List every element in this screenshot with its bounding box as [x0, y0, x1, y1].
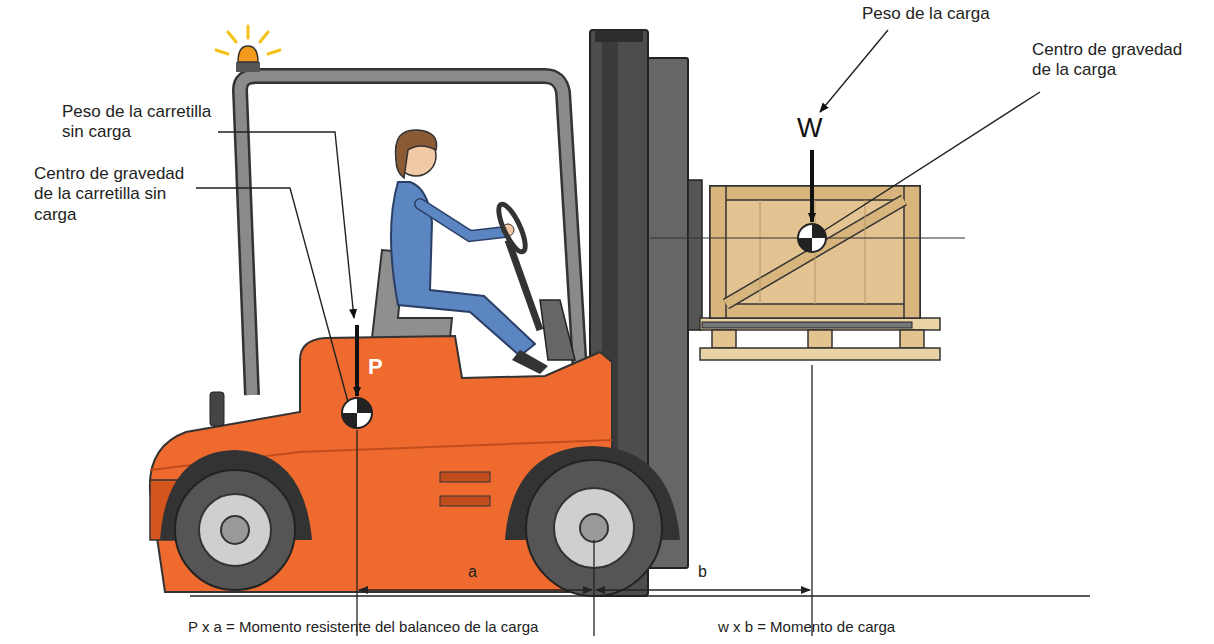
dimension-line [359, 589, 592, 590]
load-centre-of-gravity [798, 238, 812, 252]
callout-label: Centro de gravedad de la carretilla sin … [34, 164, 194, 225]
callout-label: Peso de la carretilla sin carga [62, 102, 222, 143]
steering-wheel [494, 201, 530, 255]
pallet [700, 348, 940, 360]
warning-beacon [216, 26, 280, 54]
leader-line [822, 92, 1040, 232]
load-centre-of-gravity [650, 224, 965, 252]
load-centre-of-gravity [798, 224, 826, 252]
dimension-line [357, 365, 812, 636]
formula-note: P x a = Momento resistente del balanceo … [188, 618, 608, 636]
warning-beacon [236, 62, 260, 72]
truck-centre-of-gravity [342, 398, 372, 428]
crate [726, 200, 904, 304]
force-symbol: P [368, 354, 398, 380]
front-wheel [505, 446, 680, 596]
truck-centre-of-gravity [357, 398, 372, 413]
dimension-line [593, 540, 594, 636]
warning-beacon [268, 50, 280, 54]
force-arrow [357, 150, 812, 396]
mast [688, 180, 702, 330]
dimension-line [811, 365, 812, 636]
force-symbol: W [797, 112, 837, 144]
operator [420, 204, 505, 236]
rear-wheel [160, 450, 312, 590]
crate [710, 186, 920, 318]
steering-wheel [540, 300, 575, 360]
rear-wheel [221, 516, 249, 544]
callout-label: Peso de la carga [862, 4, 1062, 24]
dimension-label: a [468, 562, 488, 581]
warning-beacon [247, 26, 250, 38]
operator [512, 350, 548, 374]
mast [595, 30, 643, 42]
pallet [700, 318, 940, 330]
truck-centre-of-gravity [342, 398, 372, 428]
warning-beacon [216, 50, 228, 54]
leader-line [196, 30, 1040, 402]
warning-beacon [216, 26, 280, 72]
force-arrow [355, 325, 359, 396]
crate [710, 304, 920, 318]
rear-wheel [175, 470, 295, 590]
crate [710, 186, 920, 200]
truck-body [440, 496, 490, 506]
truck-centre-of-gravity [342, 413, 357, 428]
crate [865, 200, 866, 304]
warning-beacon [228, 32, 236, 42]
operator [420, 204, 505, 236]
leader-line [820, 30, 888, 112]
formula-note: w x b = Momento de carga [718, 618, 1018, 636]
crate [760, 200, 761, 304]
pallet [900, 330, 924, 348]
steering-wheel [494, 201, 575, 360]
warning-beacon [238, 46, 258, 62]
leader-line [218, 132, 354, 318]
front-wheel [580, 514, 608, 542]
truck-body [440, 472, 490, 482]
leader-line [196, 188, 348, 402]
truck-body [210, 392, 224, 426]
operator [395, 130, 436, 178]
rear-wheel [199, 494, 271, 566]
crate [904, 186, 920, 318]
dimension-label: b [698, 562, 718, 581]
crate [726, 200, 904, 304]
dimension-line [356, 430, 357, 636]
callout-label: Centro de gravedad de la carga [1032, 40, 1197, 81]
dimension-line [596, 589, 810, 590]
pallet [712, 330, 736, 348]
crate [710, 186, 920, 318]
pallet [702, 322, 912, 328]
operator [391, 182, 535, 356]
pallet [700, 318, 940, 360]
crate [710, 186, 726, 318]
force-arrow [810, 150, 814, 222]
warning-beacon [260, 32, 268, 42]
pallet [808, 330, 832, 348]
